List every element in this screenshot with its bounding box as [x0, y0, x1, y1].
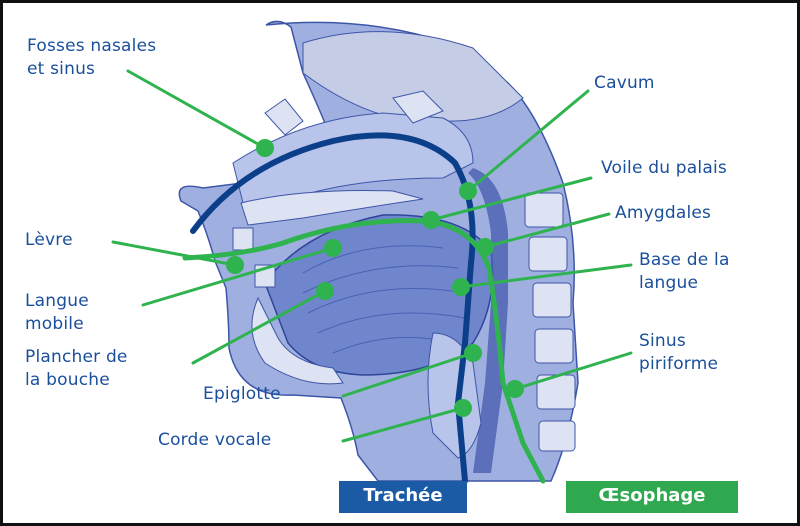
label-fosses-nasales: Fosses nasales et sinus — [27, 35, 156, 81]
dot-plancher — [316, 282, 334, 300]
label-corde-vocale: Corde vocale — [158, 429, 271, 452]
label-trachee: Trachée — [339, 481, 467, 511]
dot-voile — [422, 211, 440, 229]
dot-levre — [226, 256, 244, 274]
label-base-langue: Base de la langue — [639, 249, 730, 295]
dot-amygdales — [476, 238, 494, 256]
upper-teeth — [233, 228, 253, 250]
dot-corde — [454, 399, 472, 417]
label-amygdales: Amygdales — [615, 202, 711, 225]
label-langue-mobile: Langue mobile — [25, 290, 89, 336]
dot-sinus — [506, 380, 524, 398]
nasal-bone — [265, 99, 303, 135]
label-voile: Voile du palais — [601, 157, 727, 180]
leader-fosses — [128, 71, 265, 148]
dot-fosses — [256, 139, 274, 157]
label-cavum: Cavum — [594, 72, 655, 95]
label-epiglotte: Epiglotte — [203, 383, 281, 406]
label-oesophage: Œsophage — [566, 481, 738, 511]
dot-langue — [324, 239, 342, 257]
label-levre: Lèvre — [25, 229, 73, 252]
dot-epiglotte — [464, 344, 482, 362]
label-sinus-piriforme: Sinus piriforme — [639, 330, 718, 376]
dot-base — [452, 278, 470, 296]
label-plancher: Plancher de la bouche — [25, 346, 128, 392]
dot-cavum — [459, 182, 477, 200]
